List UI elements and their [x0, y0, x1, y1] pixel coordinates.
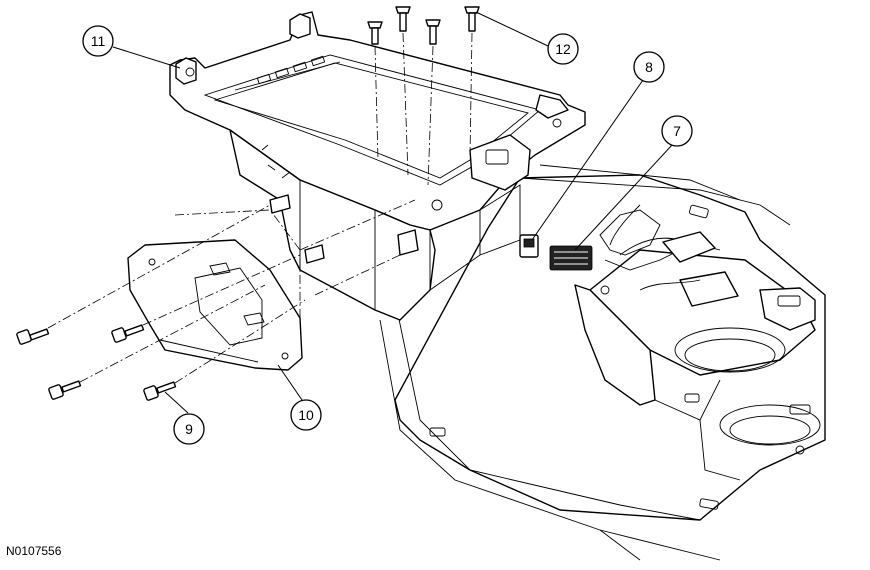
callout-label: 8 — [645, 59, 653, 75]
figure-id: N0107556 — [6, 544, 62, 558]
screw-set-9 — [16, 199, 416, 401]
control-module-10 — [127, 209, 303, 371]
callout-label: 7 — [673, 123, 681, 139]
leader-lines — [112, 11, 673, 414]
module-bracket-tray — [169, 11, 586, 321]
wiring-harness — [599, 204, 739, 307]
connector-7 — [549, 245, 593, 271]
screw — [143, 381, 177, 401]
callout-7: 7 — [661, 115, 693, 147]
screw — [111, 324, 145, 343]
callout-12: 12 — [547, 33, 579, 65]
bolt — [395, 6, 411, 32]
callout-label: 11 — [91, 33, 106, 49]
bolt-set-12 — [367, 6, 480, 186]
callout-8: 8 — [633, 51, 665, 83]
bolt — [464, 6, 480, 32]
callout-label: 9 — [185, 421, 193, 437]
screw — [16, 328, 50, 345]
bolt — [425, 19, 441, 45]
connector-8 — [519, 234, 539, 258]
callout-label: 12 — [555, 41, 571, 57]
callout-10: 10 — [290, 399, 322, 431]
screw — [48, 380, 82, 400]
bolt — [367, 21, 383, 45]
callout-9: 9 — [173, 413, 205, 445]
center-console-base — [379, 164, 826, 561]
callout-11: 11 — [82, 25, 114, 57]
callout-label: 10 — [298, 407, 314, 423]
